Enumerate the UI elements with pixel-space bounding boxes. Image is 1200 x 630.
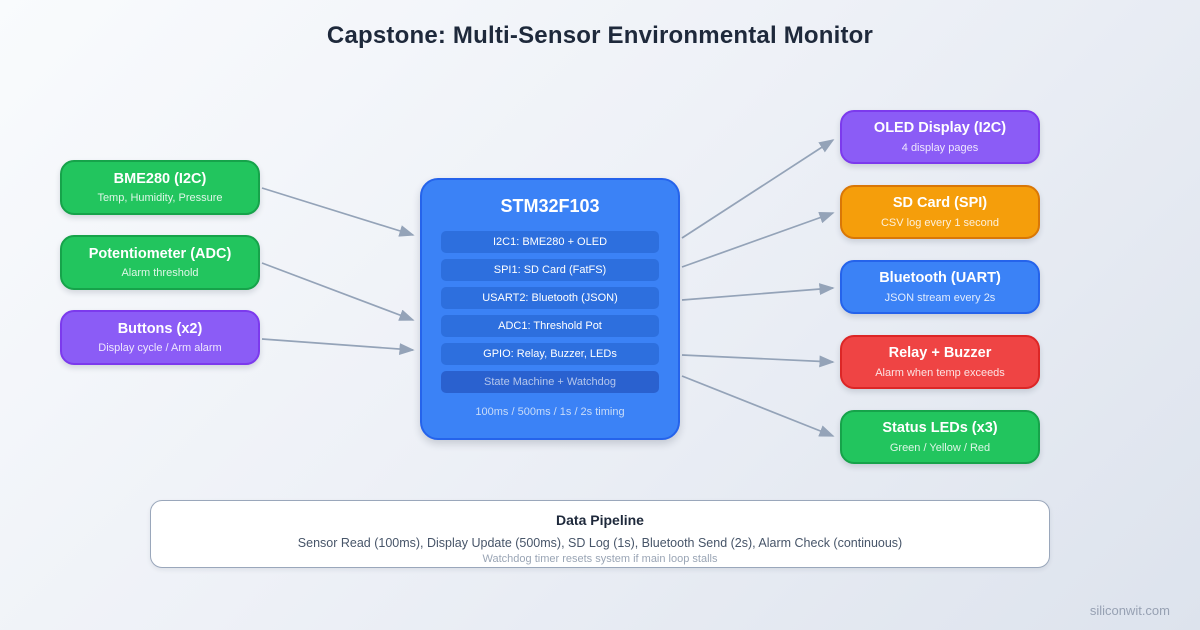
node-subtitle: JSON stream every 2s (884, 291, 996, 304)
arrow-mcu-to-relay (681, 354, 835, 368)
pipeline-title: Data Pipeline (556, 512, 644, 528)
node-potentiometer: Potentiometer (ADC) Alarm threshold (60, 235, 260, 290)
node-title: Status LEDs (x3) (882, 420, 998, 437)
node-subtitle: Alarm threshold (121, 267, 199, 280)
node-title: BME280 (I2C) (113, 170, 207, 187)
page-title: Capstone: Multi-Sensor Environmental Mon… (326, 22, 874, 49)
mcu-peripheral-spi1: SPI1: SD Card (FatFS) (441, 259, 659, 281)
arrow-mcu-to-leds (681, 375, 835, 437)
node-subtitle: Green / Yellow / Red (889, 441, 991, 454)
node-subtitle: CSV log every 1 second (880, 216, 999, 229)
node-title: OLED Display (I2C) (873, 120, 1007, 137)
node-buttons: Buttons (x2) Display cycle / Arm alarm (60, 310, 260, 365)
node-bluetooth: Bluetooth (UART) JSON stream every 2s (840, 260, 1040, 314)
mcu-system-row: State Machine + Watchdog (441, 371, 659, 393)
node-bme280: BME280 (I2C) Temp, Humidity, Pressure (60, 160, 260, 215)
arrow-mcu-to-oled (681, 139, 835, 239)
node-relay-buzzer: Relay + Buzzer Alarm when temp exceeds (840, 335, 1040, 389)
mcu-title: STM32F103 (500, 196, 600, 216)
node-subtitle: Display cycle / Arm alarm (98, 342, 222, 355)
node-title: Bluetooth (UART) (879, 270, 1001, 287)
mcu-peripheral-usart2: USART2: Bluetooth (JSON) (441, 287, 659, 309)
pipeline-watchdog-note: Watchdog timer resets system if main loo… (482, 553, 718, 565)
node-title: SD Card (SPI) (892, 195, 988, 212)
data-pipeline-panel: Data Pipeline Sensor Read (100ms), Displ… (150, 500, 1050, 568)
node-subtitle: Temp, Humidity, Pressure (97, 192, 223, 205)
arrow-mcu-to-bluetooth (681, 283, 835, 301)
node-mcu: STM32F103 I2C1: BME280 + OLED SPI1: SD C… (420, 178, 680, 440)
mcu-peripheral-list: I2C1: BME280 + OLED SPI1: SD Card (FatFS… (441, 231, 659, 393)
mcu-peripheral-adc1: ADC1: Threshold Pot (441, 315, 659, 337)
arrow-bme280-to-mcu (261, 187, 415, 237)
arrow-mcu-to-sdcard (681, 211, 835, 268)
node-subtitle: 4 display pages (901, 141, 979, 154)
node-subtitle: Alarm when temp exceeds (875, 366, 1005, 379)
node-title: Relay + Buzzer (888, 345, 992, 362)
pipeline-schedule: Sensor Read (100ms), Display Update (500… (297, 536, 903, 550)
node-sdcard: SD Card (SPI) CSV log every 1 second (840, 185, 1040, 239)
node-title: Potentiometer (ADC) (88, 245, 232, 262)
node-oled: OLED Display (I2C) 4 display pages (840, 110, 1040, 164)
node-title: Buttons (x2) (117, 320, 203, 337)
watermark: siliconwit.com (1089, 603, 1170, 618)
mcu-peripheral-i2c1: I2C1: BME280 + OLED (441, 231, 659, 253)
node-status-leds: Status LEDs (x3) Green / Yellow / Red (840, 410, 1040, 464)
arrow-buttons-to-mcu (261, 338, 415, 355)
mcu-timing: 100ms / 500ms / 1s / 2s timing (475, 406, 625, 418)
arrow-potentiometer-to-mcu (261, 262, 415, 321)
mcu-peripheral-gpio: GPIO: Relay, Buzzer, LEDs (441, 343, 659, 365)
